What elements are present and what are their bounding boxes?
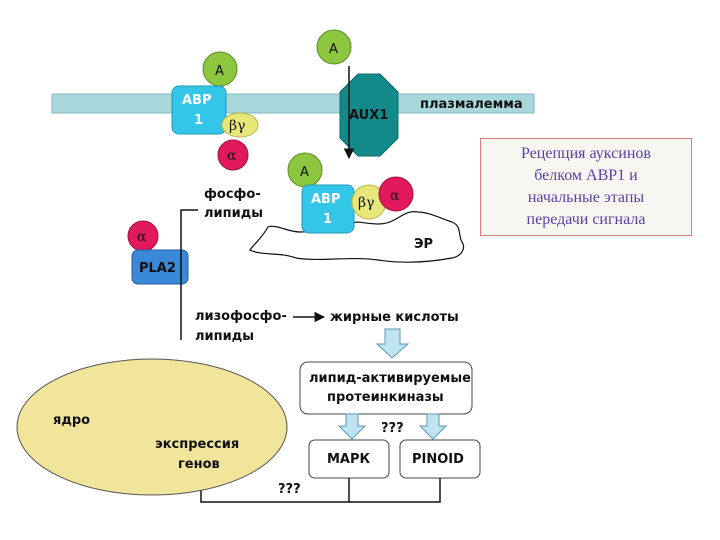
abp1-er-label: ABP (311, 192, 341, 207)
abp1-er-num: 1 (323, 212, 332, 227)
er-label: ЭР (414, 237, 433, 252)
caption-line-4: передачи сигнала (526, 211, 646, 228)
gene-expression-label-2: генов (178, 457, 220, 472)
beta-gamma-er-label: βγ (358, 195, 374, 211)
alpha-pla2-label: α (137, 229, 147, 245)
beta-gamma-membrane-label: βγ (229, 118, 245, 134)
alpha-membrane-label: α (227, 148, 237, 164)
er-membrane (249, 211, 465, 263)
kinases-label-2: протеинкиназы (327, 390, 444, 405)
fatty-acids-label: жирные кислоты (330, 310, 459, 325)
nucleus-label: ядро (53, 413, 90, 428)
auxin-top-label: A (329, 42, 338, 57)
fatty-acids-to-kinases-arrow (375, 328, 410, 359)
pinoid-label: PINOID (412, 452, 464, 467)
kinases-label-1: липид-активируемые (309, 371, 471, 386)
aux1-label: AUX1 (349, 108, 388, 123)
pla2-reaction-line (180, 209, 198, 340)
kinases-to-pinoid-arrow (418, 413, 448, 440)
nucleus (16, 358, 288, 496)
auxin-er-label: A (300, 165, 309, 180)
auxin-membrane-label: A (215, 64, 224, 79)
gene-expression-label-1: экспрессия (155, 437, 239, 452)
abp1-membrane-num: 1 (194, 113, 203, 128)
abp1-membrane-label: ABP (182, 93, 212, 108)
alpha-er-label: α (390, 188, 400, 204)
kinases-box (299, 361, 473, 415)
caption-box: Рецепция ауксинов белком АВР1 и начальны… (480, 138, 692, 236)
caption-line-1: Рецепция ауксинов (521, 145, 651, 162)
unknown-label-upper: ??? (381, 421, 404, 436)
caption-line-2: белком АВР1 и (534, 167, 638, 184)
beta-gamma-membrane (221, 112, 259, 138)
phospholipids-label-1: фосфо- (204, 187, 261, 202)
pla2-label: PLA2 (139, 261, 176, 276)
caption-line-3: начальные этапы (527, 189, 645, 206)
unknown-label-lower: ??? (278, 482, 301, 497)
pinoid-to-path (349, 478, 441, 503)
aux1-transporter (339, 73, 399, 157)
pla2-enzyme (131, 249, 189, 285)
alpha-membrane (217, 139, 249, 171)
lysophospholipids-label-2: липиды (195, 329, 254, 344)
lysophospholipids-label-1: лизофосфо- (195, 309, 287, 324)
phospholipids-label-2: липиды (204, 206, 263, 221)
mapk-label: МАРК (327, 452, 371, 467)
alpha-er (378, 176, 414, 212)
kinases-to-mapk-arrow (337, 413, 367, 440)
abp1-membrane (171, 85, 227, 135)
plasmalemma-label: плазмалемма (420, 97, 523, 112)
auxin-top-circle (316, 29, 352, 65)
